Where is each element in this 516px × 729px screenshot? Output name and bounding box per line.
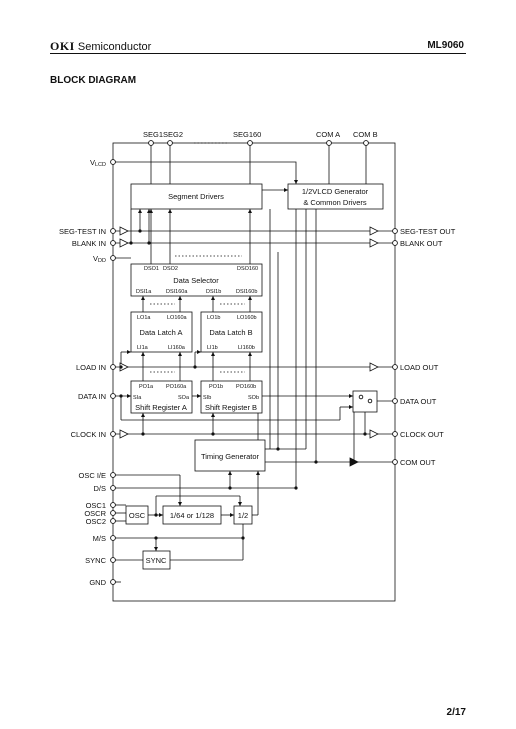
shift-b-po1-label: PO1b: [209, 384, 223, 390]
latch-a-li160-label: LI160a: [168, 345, 186, 351]
pin-data-out: DATA OUT: [400, 397, 437, 406]
shift-a-si-label: SIa: [133, 395, 142, 401]
pin-com-out: COM OUT: [400, 458, 436, 467]
shift-b-si-label: SIb: [203, 395, 211, 401]
lcd-generator-block: [287, 183, 384, 210]
shift-register-b-label: Shift Register B: [205, 403, 257, 412]
header-rule: [50, 53, 466, 54]
segment-drivers-label: Segment Drivers: [168, 192, 224, 201]
shift-register-a-block: [130, 380, 193, 414]
data-selector-label: Data Selector: [173, 276, 219, 285]
pin-seg2: SEG2: [163, 130, 183, 139]
part-number: ML9060: [427, 40, 464, 51]
data-out-mux: [352, 390, 378, 413]
latch-a-li1-label: LI1a: [137, 345, 149, 351]
pin-ds: D/S: [93, 484, 106, 493]
pin-osc-ie: OSC I/E: [78, 471, 106, 480]
pin-load-out: LOAD OUT: [400, 363, 439, 372]
pin-osc2: OSC2: [86, 517, 106, 526]
pin-osc1: OSC1: [86, 501, 106, 510]
pin-blank-in: BLANK IN: [72, 239, 106, 248]
segment-drivers-block: [130, 183, 263, 210]
shift-register-b-block: [200, 380, 263, 414]
latch-a-lo1-label: LO1a: [137, 315, 151, 321]
data-latch-b-label: Data Latch B: [209, 328, 252, 337]
shift-register-a-label: Shift Register A: [135, 403, 187, 412]
chip-outline: [112, 142, 396, 602]
latch-b-lo160-label: LO160b: [237, 315, 257, 321]
latch-a-lo160-label: LO160a: [167, 315, 188, 321]
shift-a-po160-label: PO160a: [166, 384, 187, 390]
pin-seg1: SEG1: [143, 130, 163, 139]
page-number: 2/17: [446, 707, 466, 718]
data-latch-b-block: [200, 311, 263, 353]
pin-clock-out: CLOCK OUT: [400, 430, 444, 439]
divider-label: 1/64 or 1/128: [170, 511, 214, 520]
lcd-generator-label-2: & Common Drivers: [303, 198, 367, 207]
pin-seg160: SEG160: [233, 130, 261, 139]
pin-com-a: COM A: [316, 130, 340, 139]
brand-suffix: Semiconductor: [77, 41, 152, 53]
ds-dso2-label: DSO2: [163, 266, 178, 272]
latch-b-li160-label: LI160b: [238, 345, 255, 351]
pin-oscr: OSCR: [84, 509, 106, 518]
pin-blank-out: BLANK OUT: [400, 239, 443, 248]
shift-a-so-label: SOa: [178, 395, 190, 401]
pin-seg-test-in: SEG-TEST IN: [59, 227, 106, 236]
pin-data-in: DATA IN: [78, 392, 106, 401]
section-title: BLOCK DIAGRAM: [50, 75, 137, 86]
shift-a-po1-label: PO1a: [139, 384, 154, 390]
data-latch-a-block: [130, 311, 193, 353]
sync-block-label: SYNC: [146, 556, 167, 565]
pin-seg-test-out: SEG-TEST OUT: [400, 227, 456, 236]
pin-sync: SYNC: [85, 556, 106, 565]
pin-ms: M/S: [93, 534, 106, 543]
ds-dso1-label: DSO1: [144, 266, 159, 272]
pin-vdd: VDD: [93, 254, 106, 264]
timing-generator-label: Timing Generator: [201, 452, 260, 461]
pin-load-in: LOAD IN: [76, 363, 106, 372]
pin-gnd: GND: [89, 578, 106, 587]
pin-clock-in: CLOCK IN: [71, 430, 106, 439]
latch-b-li1-label: LI1b: [207, 345, 218, 351]
osc-label: OSC: [129, 511, 146, 520]
ds-dsi160b-label: DSI160b: [236, 289, 257, 295]
ds-dsi1a-label: DSI1a: [136, 289, 152, 295]
brand-name: OKI: [50, 39, 75, 53]
data-latch-a-label: Data Latch A: [140, 328, 183, 337]
ds-dso160-label: DSO160: [237, 266, 258, 272]
shift-b-po160-label: PO160b: [236, 384, 256, 390]
data-selector-block: [130, 263, 263, 297]
pin-com-b: COM B: [353, 130, 378, 139]
ds-dsi1b-label: DSI1b: [206, 289, 221, 295]
pin-vlcd: VLCD: [90, 158, 106, 168]
lcd-generator-label-1: 1/2VLCD Generator: [302, 187, 369, 196]
half-divider-label: 1/2: [238, 511, 248, 520]
ds-dsi160a-label: DSI160a: [166, 289, 188, 295]
shift-b-so-label: SOb: [248, 395, 259, 401]
latch-b-lo1-label: LO1b: [207, 315, 220, 321]
brand-logo: OKI Semiconductor: [50, 39, 151, 54]
